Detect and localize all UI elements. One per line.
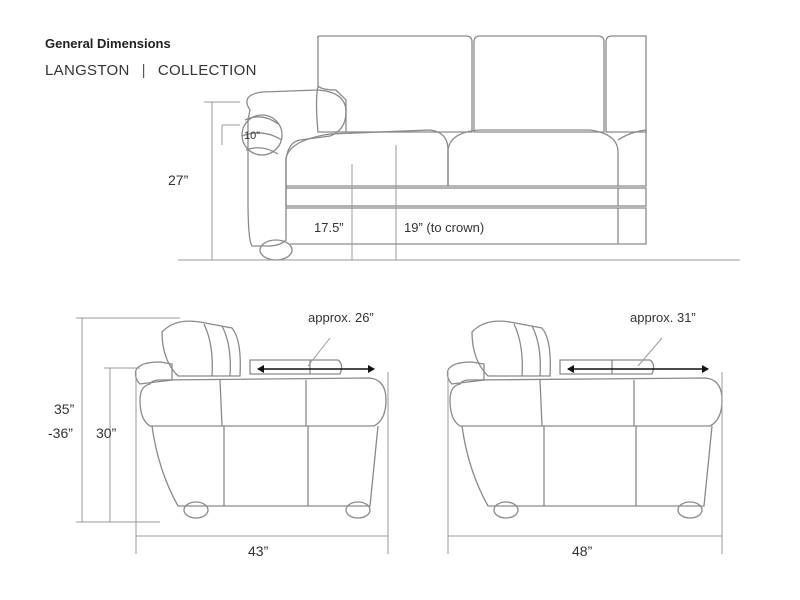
- side-view-large-sofa: [446, 320, 723, 519]
- collection-name: LANGSTON | COLLECTION: [45, 62, 257, 79]
- side-view-large-dimensions: [447, 337, 723, 554]
- front-view-dimensions: [178, 101, 740, 261]
- header-separator: |: [141, 62, 146, 79]
- back-cushion-center: [473, 35, 605, 133]
- seat-depth-label-large: approx. 31”: [630, 310, 696, 325]
- depth-label-small: 43”: [248, 543, 269, 559]
- side-view-small-dimensions: [76, 317, 389, 554]
- back-cushion-right: [605, 35, 647, 133]
- bun-foot-front: [259, 239, 293, 261]
- side-foot-right-large: [677, 501, 703, 519]
- side-arm-body-small: [139, 377, 387, 427]
- rolled-arm: [246, 89, 347, 247]
- arm-height-label: 30”: [96, 425, 117, 441]
- arm-diameter-label: 10”: [244, 130, 260, 142]
- side-back-cushion-small: [161, 320, 241, 377]
- back-cushion-left: [315, 35, 473, 133]
- collection-label: COLLECTION: [157, 62, 257, 79]
- side-foot-left-large: [493, 501, 519, 519]
- seat-height-label: 17.5”: [314, 220, 344, 235]
- crown-height-label: 19” (to crown): [404, 220, 484, 235]
- side-foot-right-small: [345, 501, 371, 519]
- front-rail-top: [285, 187, 647, 207]
- side-foot-left-small: [183, 501, 209, 519]
- front-view-sofa: [241, 35, 647, 261]
- front-height-label: 27”: [168, 172, 189, 188]
- depth-label-large: 48”: [572, 543, 593, 559]
- arm-scroll: [241, 114, 283, 156]
- side-view-small-sofa: [134, 320, 387, 519]
- seat-depth-label-small: approx. 26”: [308, 310, 374, 325]
- back-height-label-2: -36”: [48, 425, 73, 441]
- seat-cushion-right: [447, 129, 619, 187]
- back-height-label-1: 35”: [54, 401, 75, 417]
- side-arm-body-large: [449, 377, 723, 427]
- side-back-cushion-large: [471, 320, 551, 377]
- brand-name: LANGSTON: [45, 62, 130, 79]
- front-rail-bottom: [286, 207, 647, 245]
- page-title: General Dimensions: [45, 36, 171, 51]
